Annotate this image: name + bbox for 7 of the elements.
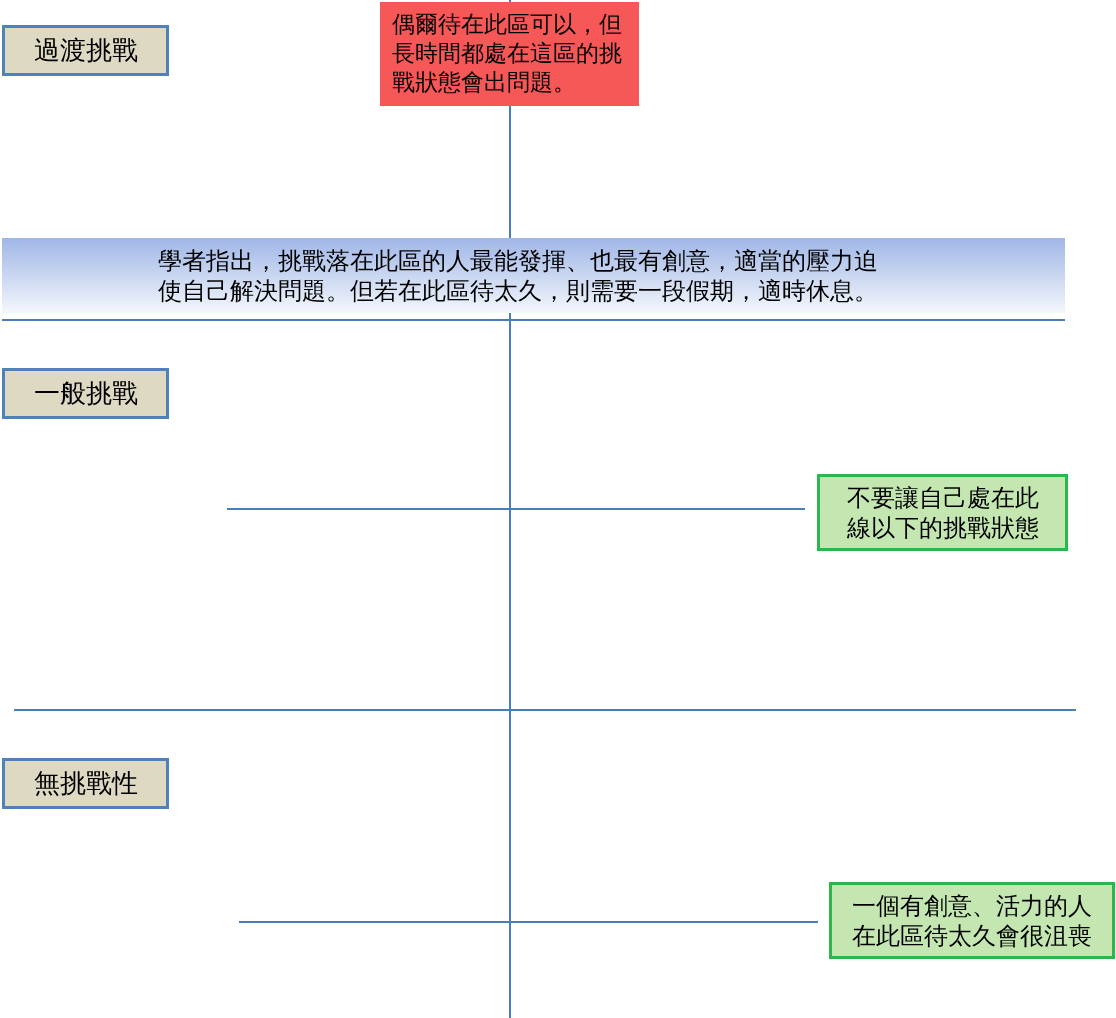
- zone-label-box: 過渡挑戰: [2, 25, 169, 76]
- zone-label-box: 無挑戰性: [2, 758, 169, 809]
- zone-label-box: 一般挑戰: [2, 368, 169, 419]
- banner: 學者指出，挑戰落在此區的人最能發揮、也最有創意，適當的壓力迫使自己解決問題。但若在此區待太久，則需要一段假期，適時休息。: [2, 238, 1065, 313]
- tip-note-box: 一個有創意、活力的人在此區待太久會很沮喪: [829, 882, 1115, 959]
- tip-note-box: 不要讓自己處在此線以下的挑戰狀態: [817, 474, 1068, 551]
- warning-note-box: 偶爾待在此區可以，但長時間都處在這區的挑戰狀態會出問題。: [380, 2, 639, 106]
